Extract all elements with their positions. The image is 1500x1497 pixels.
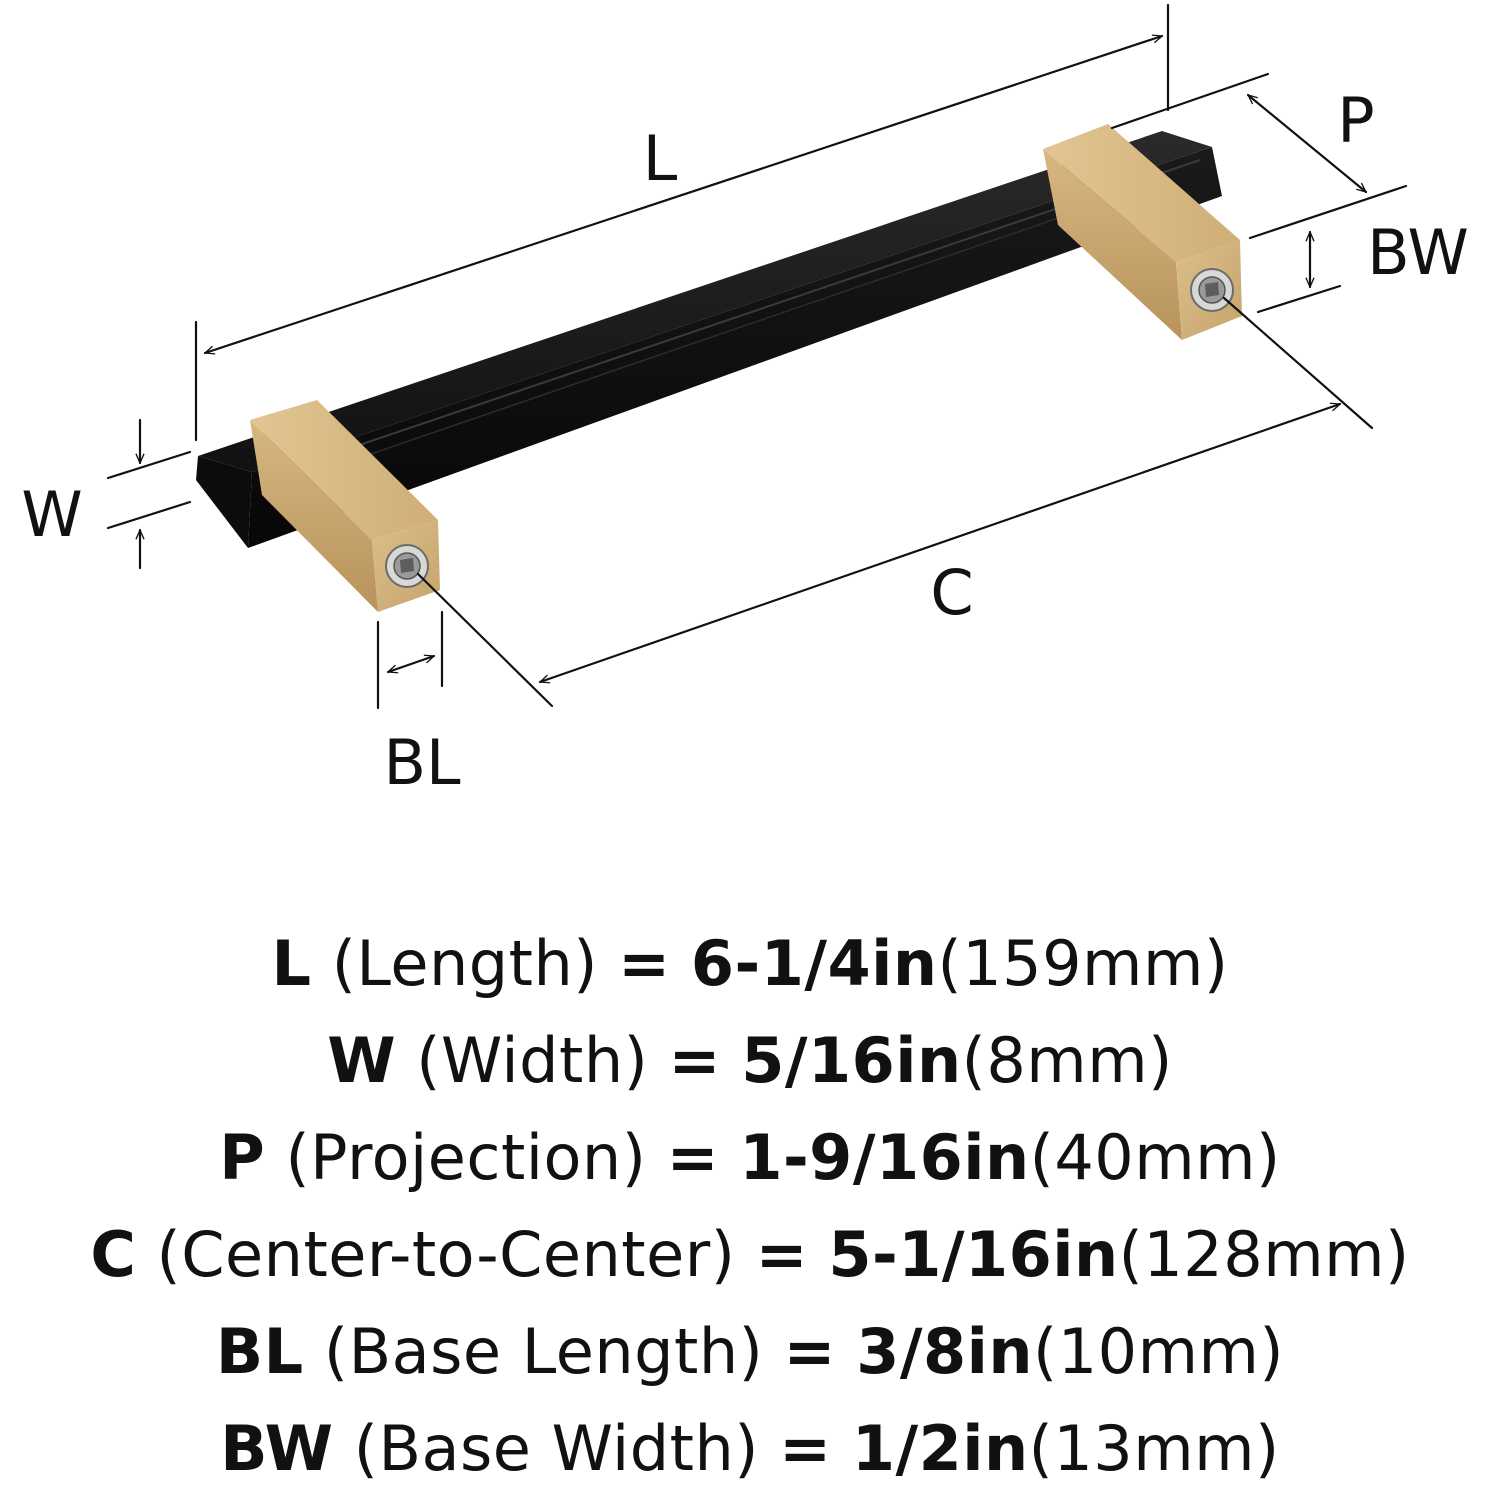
spec-center-to-center: C (Center-to-Center) = 5-1/16in(128mm) [0,1206,1500,1303]
spec-imperial: 3/8in [856,1315,1034,1388]
spec-abbr: P [219,1121,266,1194]
spec-name: (Base Width) [353,1412,759,1485]
width-dimension: W [21,418,192,570]
spec-imperial: 1/2in [851,1412,1029,1485]
spec-name: (Length) [331,927,598,1000]
spec-imperial: 5-1/16in [828,1218,1119,1291]
spec-metric: (128mm) [1118,1218,1410,1291]
spec-name: (Projection) [285,1121,647,1194]
spec-width: W (Width) = 5/16in(8mm) [0,1012,1500,1109]
spec-metric: (13mm) [1028,1412,1280,1485]
spec-abbr: W [327,1024,397,1097]
spec-metric: (40mm) [1029,1121,1281,1194]
spec-equals: = [755,1218,809,1291]
projection-dimension: P [1110,72,1408,240]
spec-projection: P (Projection) = 1-9/16in(40mm) [0,1109,1500,1206]
length-label: L [643,122,678,195]
spec-imperial: 6-1/4in [690,927,938,1000]
spec-equals: = [618,927,671,1000]
spec-base-width: BW (Base Width) = 1/2in(13mm) [0,1400,1500,1497]
spec-abbr: L [271,927,312,1000]
spec-abbr: BW [220,1412,334,1485]
spec-base-length: BL (Base Length) = 3/8in(10mm) [0,1303,1500,1400]
spec-length: L (Length) = 6-1/4in(159mm) [0,915,1500,1012]
spec-abbr: BL [215,1315,304,1388]
base-length-label: BL [383,726,461,799]
right-screw-icon [1190,268,1234,312]
spec-metric: (10mm) [1033,1315,1285,1388]
base-width-label: BW [1367,216,1469,289]
spec-imperial: 5/16in [741,1024,962,1097]
spec-name: (Base Length) [323,1315,764,1388]
spec-name: (Center-to-Center) [156,1218,736,1291]
width-label: W [21,478,82,551]
base-length-dimension: BL [376,610,461,799]
spec-metric: (8mm) [961,1024,1173,1097]
projection-label: P [1337,84,1374,157]
specifications-list: L (Length) = 6-1/4in(159mm) W (Width) = … [0,915,1500,1497]
spec-imperial: 1-9/16in [739,1121,1030,1194]
spec-equals: = [666,1121,720,1194]
length-dimension: L [194,3,1170,442]
spec-name: (Width) [416,1024,649,1097]
spec-equals: = [779,1412,832,1485]
left-screw-icon [385,544,429,588]
spec-equals: = [668,1024,721,1097]
center-to-center-dimension: C [416,296,1374,708]
spec-abbr: C [90,1218,137,1291]
center-to-center-label: C [930,556,973,629]
left-base-post [250,400,440,612]
spec-metric: (159mm) [937,927,1229,1000]
base-width-dimension: BW [1256,216,1469,314]
handle-diagram: L W P BW C BL [21,3,1469,799]
spec-equals: = [783,1315,836,1388]
